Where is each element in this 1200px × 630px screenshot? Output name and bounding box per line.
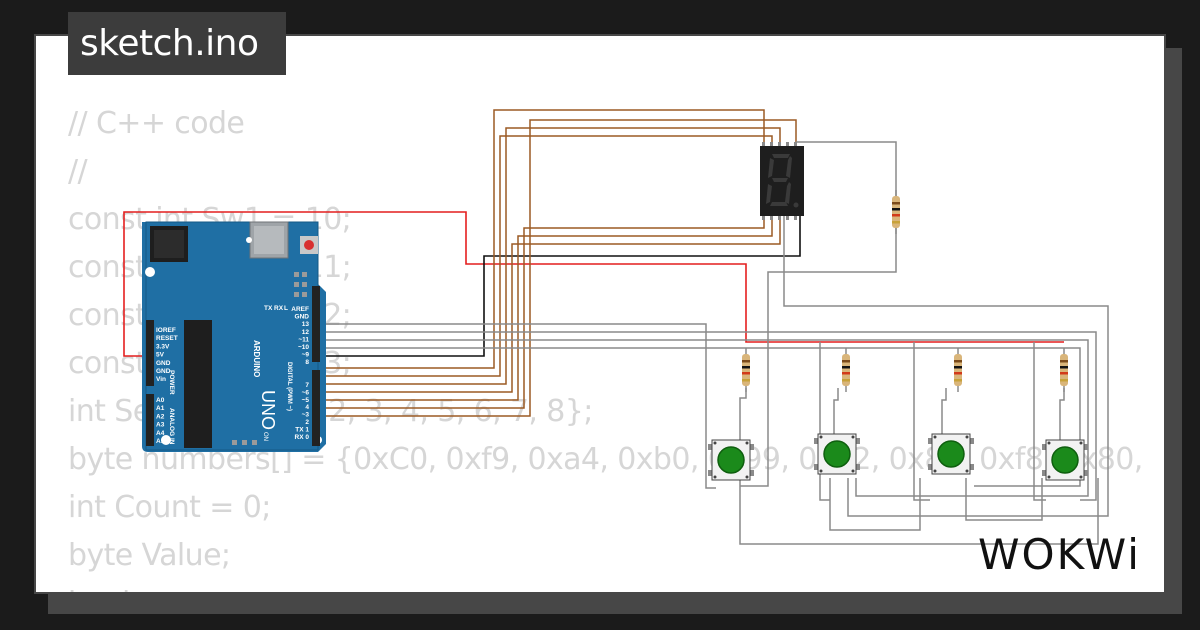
resistor[interactable] (742, 348, 750, 392)
power-header-label: POWER (168, 370, 175, 395)
pushbutton[interactable] (928, 433, 974, 475)
segment-wires (318, 109, 797, 417)
pushbutton[interactable] (814, 433, 860, 475)
code-line: // (68, 154, 88, 189)
switch-wires (318, 141, 1109, 545)
power-header (146, 320, 154, 386)
digital-header-top (312, 286, 320, 362)
pin-label: 5V (156, 352, 165, 359)
pin-label: RX 0 (295, 434, 310, 441)
digital-header-bottom (312, 370, 320, 446)
resistor[interactable] (954, 348, 962, 392)
resistor[interactable] (842, 348, 850, 392)
file-tab[interactable]: sketch.ino (68, 12, 286, 75)
pin-label: AREF (291, 306, 309, 313)
microcontroller-chip (184, 320, 212, 448)
resistor[interactable] (892, 190, 900, 234)
pin-label: RESET (156, 335, 178, 342)
board-model-label: UNO (258, 390, 278, 430)
pin-label: ~3 (302, 412, 310, 419)
board-brand-label: ARDUINO (252, 340, 261, 377)
resistor[interactable] (1060, 348, 1068, 392)
wokwi-logo: WOKWi (978, 530, 1141, 579)
pin-label: 2 (305, 419, 309, 426)
analog-header (146, 394, 154, 446)
on-led-label: ON (262, 432, 268, 441)
pin-label: 4 (305, 404, 309, 411)
pin-label: A2 (156, 413, 165, 420)
pin-label: A5 (156, 438, 165, 445)
pin-label: TX (264, 305, 273, 312)
pin-label: ~9 (302, 352, 310, 359)
digital-header-label: DIGITAL (PWM ~) (286, 362, 292, 411)
pin-label: L (284, 305, 288, 312)
pin-label: ~5 (302, 397, 310, 404)
pin-label: GND (295, 314, 310, 321)
pin-label: GND (156, 360, 171, 367)
pin-label: ~6 (302, 389, 310, 396)
code-line: // C++ code (68, 106, 245, 141)
pin-label: GND (156, 368, 171, 375)
pin-label: 13 (302, 321, 310, 328)
pin-label: ~10 (298, 344, 309, 351)
pin-label: 7 (305, 382, 309, 389)
pin-label: A3 (156, 422, 165, 429)
pin-label: A4 (156, 430, 165, 437)
wire-gnd (318, 214, 801, 357)
pin-label: Vin (156, 376, 166, 383)
pin-label: IOREF (156, 327, 176, 334)
pin-label: A0 (156, 397, 165, 404)
pushbutton[interactable] (1042, 439, 1088, 481)
arduino-uno-board[interactable]: IOREFRESET3.3V5VGNDGNDVinA0A1A2A3A4A5ARE… (142, 221, 326, 452)
pin-label: TX 1 (295, 426, 309, 433)
pin-label: ~11 (298, 336, 309, 343)
pin-label: A1 (156, 405, 165, 412)
pin-label: 3.3V (156, 343, 170, 350)
seven-segment-display[interactable] (760, 142, 804, 220)
pin-label: RX (274, 305, 284, 312)
pushbutton[interactable] (708, 439, 754, 481)
code-line: boolean (68, 580, 1148, 592)
code-line: int Count = 0; (68, 490, 271, 525)
analog-header-label: ANALOG IN (168, 408, 175, 445)
pin-label: 8 (305, 359, 309, 366)
pin-label: 12 (302, 329, 310, 336)
code-line: byte Value; (68, 538, 231, 573)
wire-5v (123, 211, 1064, 357)
